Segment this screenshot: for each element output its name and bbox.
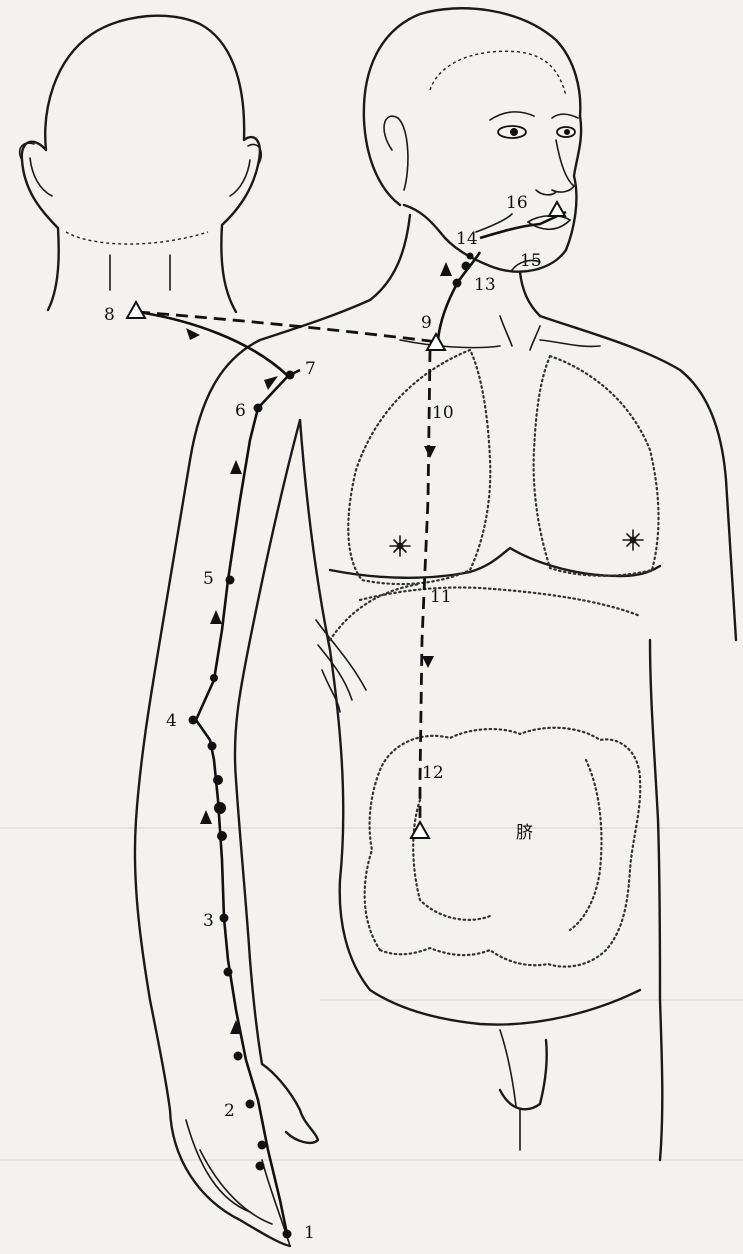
point-16-triangle: [549, 202, 565, 216]
acupoint-markers: [127, 202, 565, 1239]
point-label-3: 3: [203, 911, 214, 931]
point-label-6: 6: [235, 401, 246, 421]
point-label-5: 5: [203, 569, 214, 589]
point-label-13: 13: [474, 275, 496, 295]
point-5-dot: [226, 576, 235, 585]
point-label-16: 16: [506, 193, 528, 213]
point-label-10: 10: [432, 403, 454, 423]
point-label-1: 1: [304, 1223, 315, 1243]
point-label-7: 7: [305, 359, 316, 379]
point-13-dot: [453, 279, 462, 288]
point-6-dot: [254, 404, 263, 413]
point-7-dot: [286, 371, 295, 380]
back-head-figure: [20, 16, 262, 312]
point-label-11: 11: [430, 587, 452, 607]
point-label-9: 9: [421, 313, 432, 333]
organ-outlines: [330, 350, 659, 967]
navel-mark: 脐: [516, 823, 533, 843]
point-label-4: 4: [166, 711, 177, 731]
point-label-2: 2: [224, 1101, 235, 1121]
point-3-dot: [220, 914, 229, 923]
front-body-figure: [135, 8, 736, 1246]
point-label-14: 14: [456, 229, 478, 249]
point-label-8: 8: [104, 305, 115, 325]
point-labels: 1 2 3 4 5 6 7 8 9 10 11 12 13 14 15 16: [104, 193, 542, 1243]
point-1-dot: [283, 1230, 292, 1239]
point-label-15: 15: [520, 251, 542, 271]
point-8-triangle: [127, 302, 145, 318]
point-label-12: 12: [422, 763, 444, 783]
point-4-dot: [189, 716, 198, 725]
meridian-path: [138, 212, 566, 1234]
